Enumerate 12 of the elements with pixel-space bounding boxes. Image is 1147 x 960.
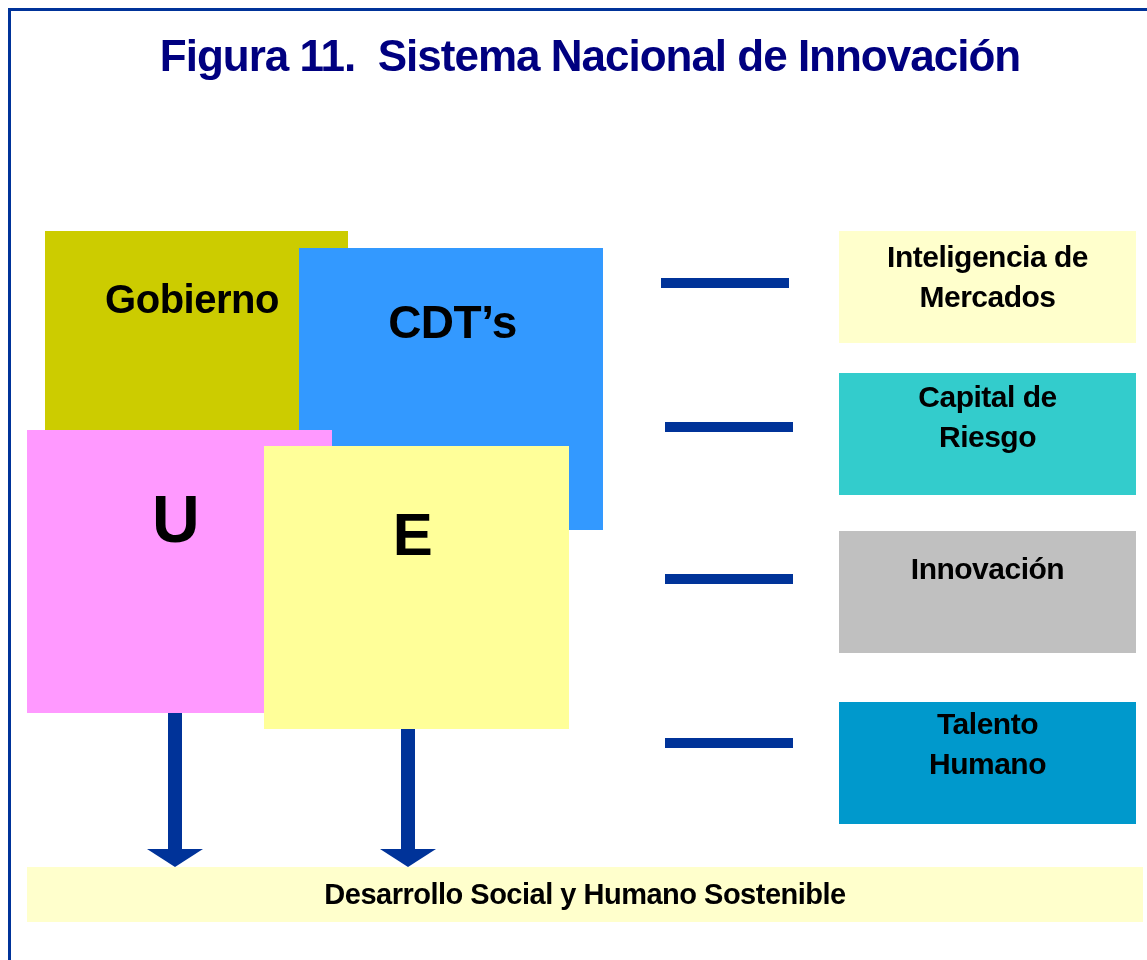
risk-capital-box: Capital de Riesgo (839, 373, 1136, 495)
enterprise-block: E (264, 446, 569, 729)
down-arrow (147, 713, 203, 867)
sustainable-development-band: Desarrollo Social y Humano Sostenible (27, 867, 1143, 922)
market-intelligence-box: Inteligencia de Mercados (839, 231, 1136, 343)
down-arrow (380, 729, 436, 867)
human-talent-box: Talento Humano (839, 702, 1136, 824)
innovation-box: Innovación (839, 531, 1136, 653)
title: Figura 11. Sistema Nacional de Innovación (158, 30, 1022, 82)
university-block: U (27, 430, 264, 713)
research-centers-block: CDT’s (332, 248, 603, 430)
government-block: Gobierno (45, 231, 299, 430)
